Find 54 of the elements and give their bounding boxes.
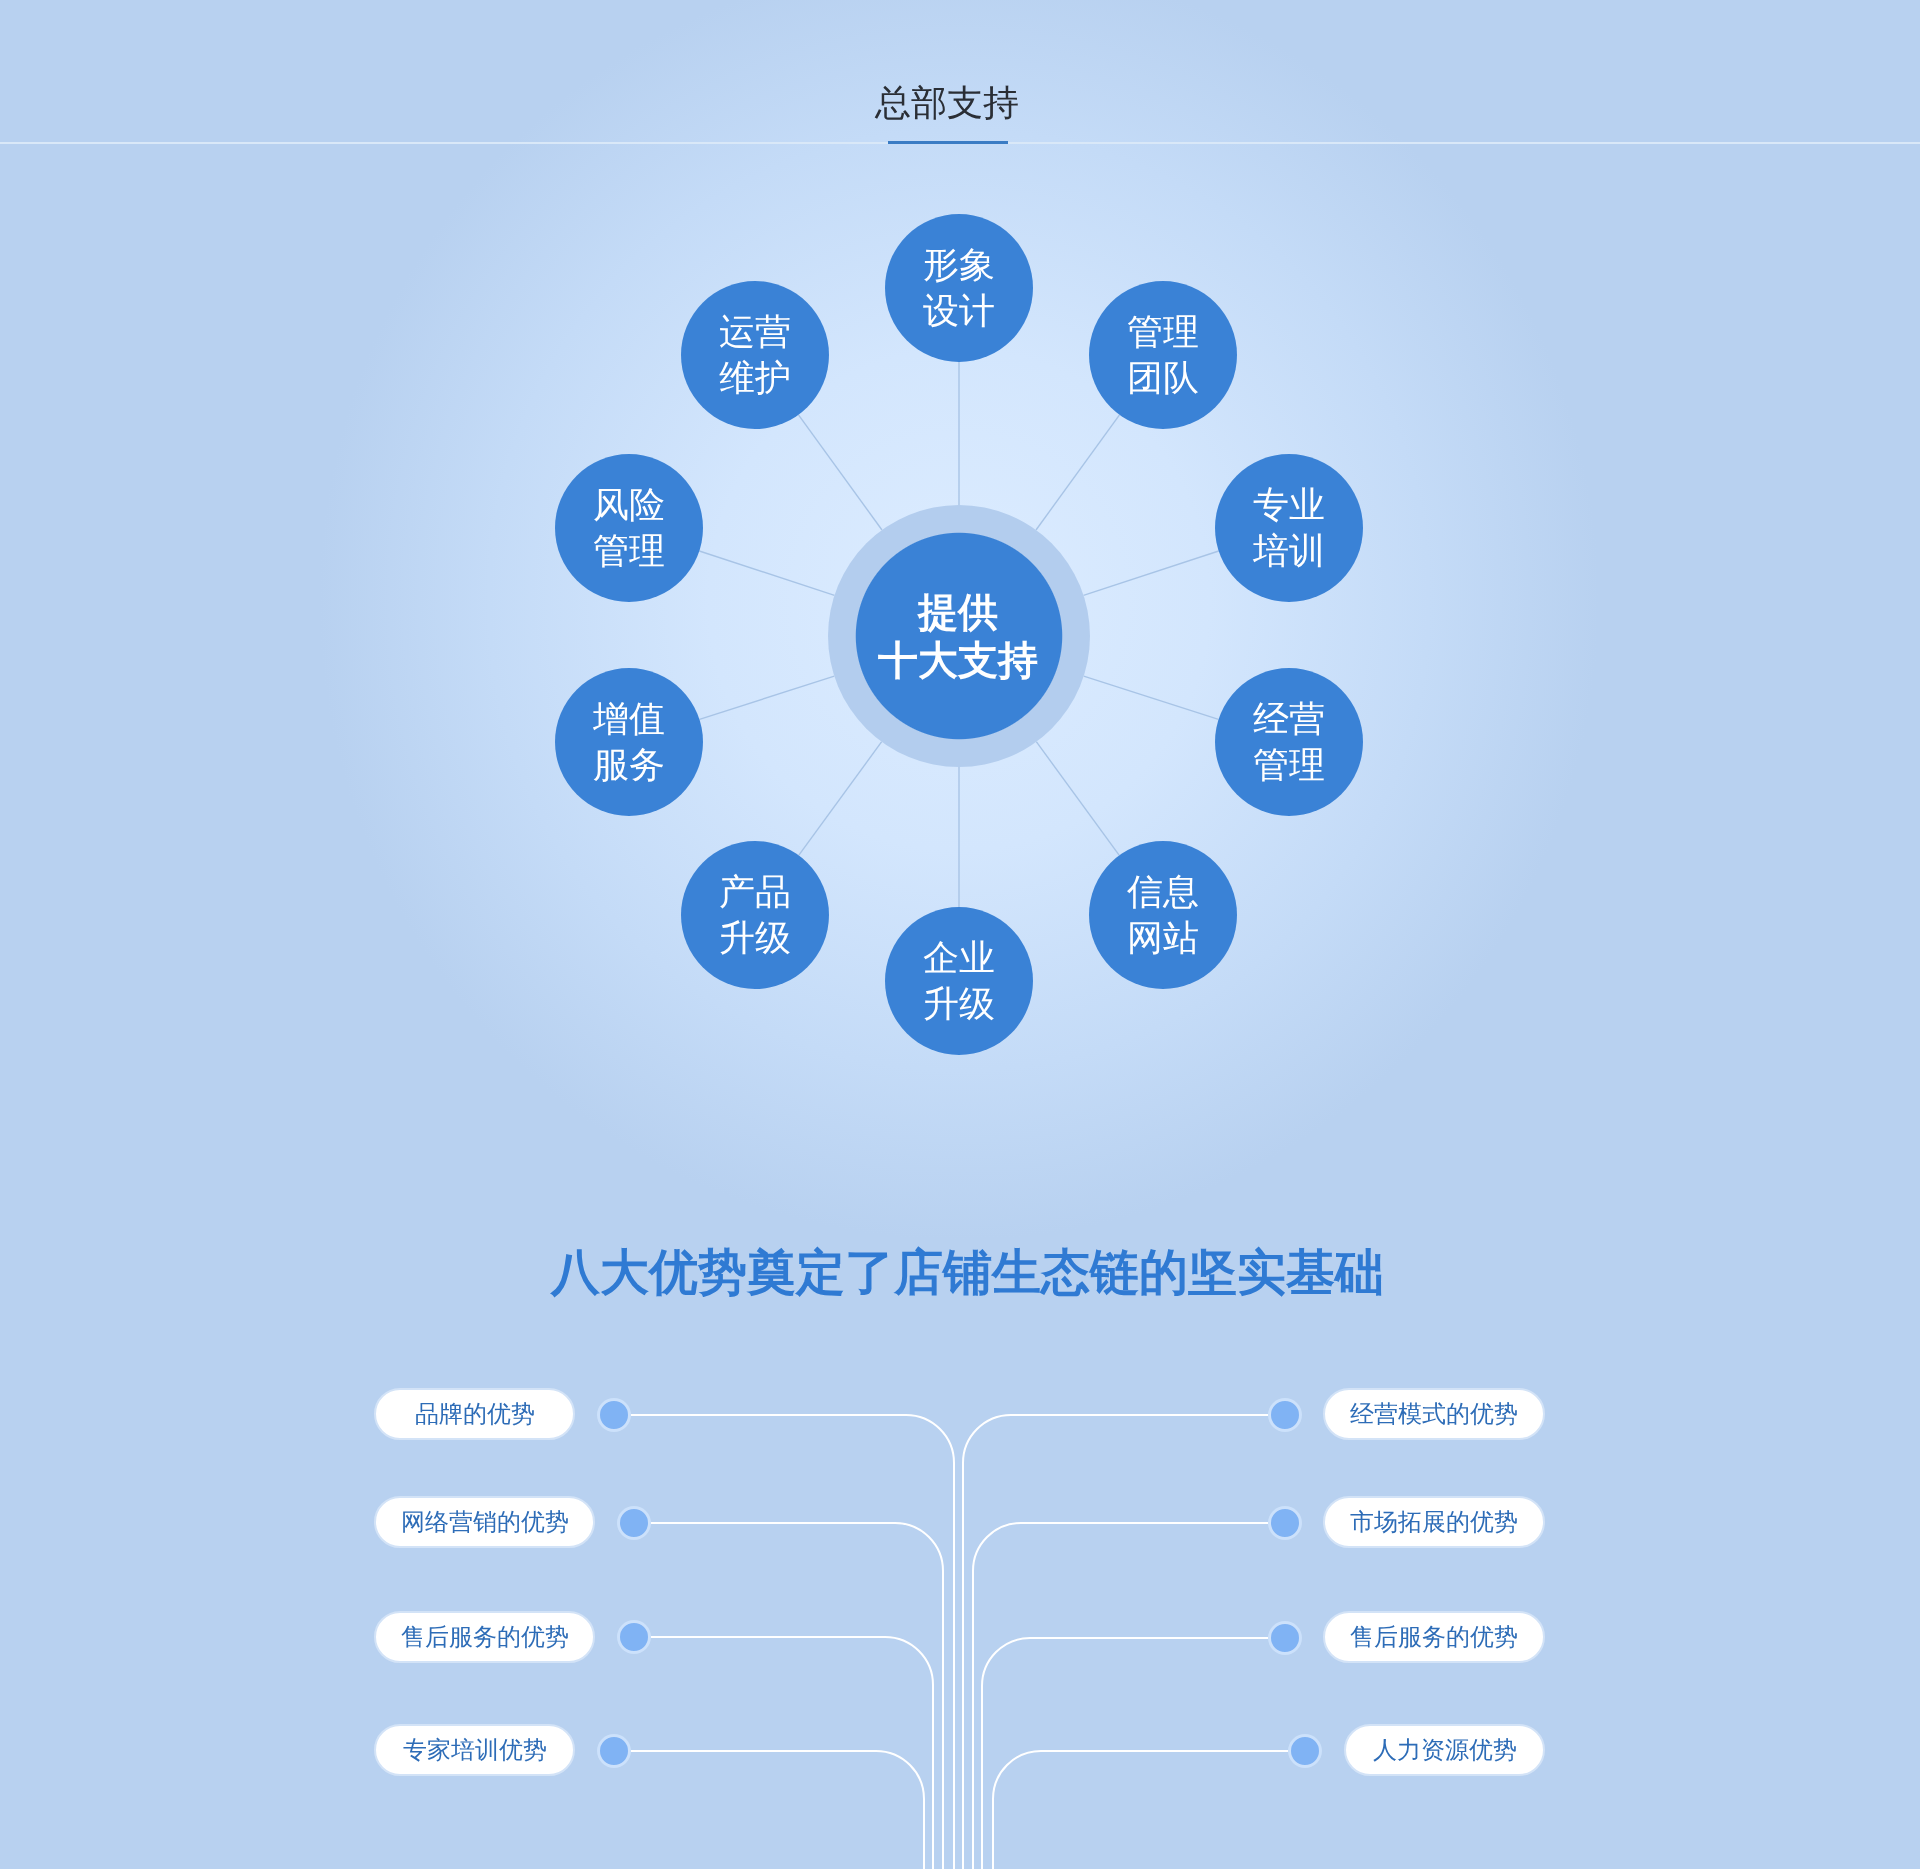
advantage-pill — [1344, 1724, 1545, 1776]
support-label: 形象设计 — [922, 243, 996, 333]
dot-icon — [1268, 1506, 1302, 1540]
dot-icon — [1268, 1621, 1302, 1655]
connector-line — [1082, 550, 1220, 596]
section-heading: 八大优势奠定了店铺生态链的坚实基础 — [550, 1243, 1384, 1303]
dot-icon — [1268, 1398, 1302, 1432]
advantage-label: 售后服务的优势 — [1350, 1622, 1518, 1652]
support-label: 信息网站 — [1126, 870, 1200, 960]
advantage-pill — [1323, 1611, 1545, 1663]
connector-line — [698, 675, 835, 721]
support-label: 企业升级 — [922, 936, 996, 1026]
connector-line — [992, 1750, 1289, 1869]
support-label: 风险管理 — [592, 483, 666, 573]
support-label: 专业培训 — [1252, 483, 1326, 573]
support-label: 运营维护 — [718, 310, 792, 400]
advantage-label: 人力资源优势 — [1372, 1735, 1517, 1765]
advantage-label: 售后服务的优势 — [400, 1622, 569, 1652]
advantage-label: 品牌的优势 — [414, 1399, 535, 1429]
advantage-pill — [1323, 1496, 1545, 1548]
connector-line — [650, 1636, 934, 1869]
connector-line — [1083, 675, 1220, 721]
advantage-pill — [374, 1611, 595, 1663]
connector-line — [1035, 741, 1120, 856]
advantage-pill — [374, 1496, 595, 1548]
connector-line — [630, 1414, 955, 1869]
connector-line — [630, 1750, 925, 1869]
advantage-label: 经营模式的优势 — [1350, 1399, 1518, 1429]
support-label: 增值服务 — [592, 697, 666, 787]
connector-line — [981, 1637, 1269, 1869]
dot-icon — [597, 1398, 631, 1432]
dot-icon — [617, 1506, 651, 1540]
support-label: 产品升级 — [718, 870, 792, 960]
connector-line — [972, 1522, 1269, 1869]
connector-line — [958, 361, 960, 506]
dot-icon — [597, 1734, 631, 1768]
support-label: 经营管理 — [1252, 697, 1326, 787]
support-label: 管理团队 — [1126, 310, 1200, 400]
dot-icon — [1288, 1734, 1322, 1768]
hub-label: 提供十大支持 — [877, 588, 1039, 684]
connector-line — [962, 1414, 1269, 1869]
connector-line — [797, 414, 883, 531]
section-title: 总部支持 — [875, 81, 1019, 125]
connector-line — [698, 550, 836, 596]
dot-icon — [617, 1620, 651, 1654]
connector-line — [650, 1522, 944, 1869]
connector-line — [1035, 414, 1121, 531]
connector-line — [798, 741, 883, 856]
advantage-label: 市场拓展的优势 — [1350, 1507, 1518, 1537]
advantage-pill — [1323, 1388, 1545, 1440]
advantage-pill — [374, 1724, 575, 1776]
advantage-label: 专家培训优势 — [402, 1735, 547, 1765]
advantage-label: 网络营销的优势 — [400, 1507, 569, 1537]
advantage-pill — [374, 1388, 575, 1440]
